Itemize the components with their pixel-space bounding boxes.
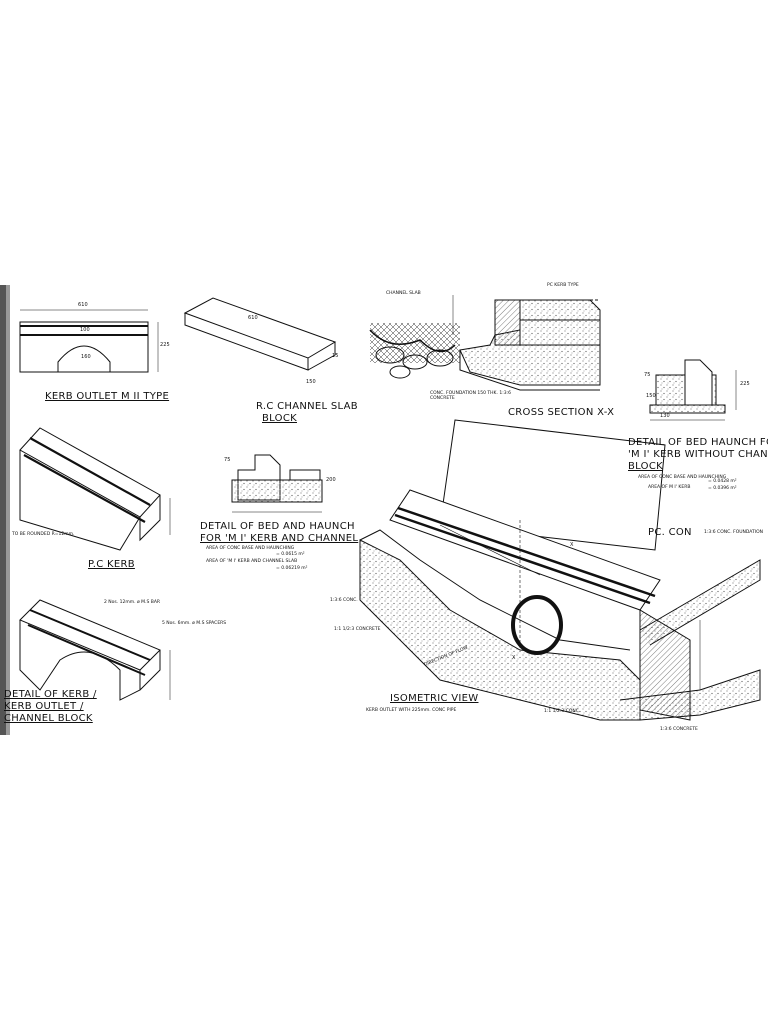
title-bed-haunch-right-1: DETAIL OF BED HAUNCH FOR <box>628 437 768 448</box>
title-bed-haunch-mid-2: FOR 'M I' KERB AND CHANNEL <box>200 533 359 544</box>
note-conc-136-a: 1:3:6 CONC. <box>330 598 358 603</box>
note-conc-foundation: CONC. FOUNDATION 150 THK. 1:3:6 CONCRETE <box>430 391 511 401</box>
mark-x: X <box>512 655 516 661</box>
note-area-mid-4: = 0.06219 m² <box>276 566 308 571</box>
title-bed-haunch-mid-1: DETAIL OF BED AND HAUNCH <box>200 521 355 532</box>
pc-kerb-iso <box>19 427 171 551</box>
note-area-mid-1: AREA OF CONC BASE AND HAUNCHING <box>206 546 295 551</box>
dim-150b: 150 <box>646 393 656 399</box>
title-bed-haunch-right-3: BLOCK <box>628 461 663 472</box>
note-area-right-2: AREA OF M I' KERB <box>648 485 691 490</box>
title-kerb-detail-1: DETAIL OF KERB / <box>4 689 97 700</box>
note-area-right-1: AREA OF CONC BASE AND HAUNCHING <box>638 475 727 480</box>
note-conc-1123: 1:1 1/2:3 CONCRETE <box>334 627 381 632</box>
kerb-outlet-elevation <box>19 309 159 373</box>
kerb-outlet-detail <box>19 599 171 701</box>
cross-section-xx <box>369 295 601 391</box>
note-area-mid-2: = 0.0615 m² <box>276 552 305 557</box>
dim-200: 200 <box>326 477 336 483</box>
note-isometric-sub: KERB OUTLET WITH 225mm. CONC PIPE <box>366 708 457 713</box>
dim-225: 225 <box>160 342 170 348</box>
note-conc-136-b: 1:3:6 CONCRETE <box>660 727 698 732</box>
note-ms-bar: 2 Nos. 12mm. ø M.S BAR <box>104 600 161 605</box>
title-cross-section: CROSS SECTION X-X <box>508 407 615 418</box>
title-kerb-outlet: KERB OUTLET M II TYPE <box>45 391 170 402</box>
title-rc-slab-2: BLOCK <box>262 413 297 424</box>
mark-x-top: X <box>570 542 574 548</box>
note-area-right-4: = 0.0396 m² <box>708 486 737 491</box>
title-pc-kerb: P.C KERB <box>88 559 135 570</box>
note-area-right-3: = 0.0428 m² <box>708 479 737 484</box>
title-kerb-detail-3: CHANNEL BLOCK <box>4 713 93 724</box>
title-kerb-detail-2: KERB OUTLET / <box>4 701 84 712</box>
scan-edge <box>0 285 10 735</box>
title-bed-haunch-right-2: 'M I' KERB WITHOUT CHANNEL <box>628 449 768 460</box>
note-channel-slab: CHANNEL SLAB <box>386 291 421 296</box>
bed-haunch-right <box>649 359 737 421</box>
dim-130: 130 <box>660 413 670 419</box>
dim-100: 100 <box>80 327 90 333</box>
dim-610: 610 <box>78 302 88 308</box>
rc-channel-slab <box>183 297 337 371</box>
isometric-view <box>359 419 761 721</box>
dim-75: 75 <box>644 372 651 378</box>
title-pc-con: PC. CON <box>648 527 692 538</box>
title-isometric: ISOMETRIC VIEW <box>390 693 479 704</box>
dim-225b: 225 <box>740 381 750 387</box>
dim-610b: 610 <box>248 315 258 321</box>
note-conc-1123-b: 1:1 1/2:3 CONC. <box>544 709 581 714</box>
note-spacers: 5 Nos. 6mm. ø M.S SPACERS <box>162 621 227 626</box>
note-area-mid-3: AREA OF 'M I' KERB AND CHANNEL SLAB <box>206 559 298 564</box>
dim-160: 160 <box>81 354 91 360</box>
note-pc-kerb-type: PC KERB TYPE <box>547 283 579 288</box>
title-rc-slab-1: R.C CHANNEL SLAB <box>256 401 358 412</box>
dim-15: 15 <box>332 353 339 359</box>
dim-150: 150 <box>306 379 316 385</box>
bed-haunch-mid <box>231 454 323 513</box>
dim-75b: 75 <box>224 457 231 463</box>
note-rounded: TO BE ROUNDED R=12mm. <box>12 532 75 537</box>
note-conc-136-top: 1:3:6 CONC. FOUNDATION <box>704 530 763 535</box>
